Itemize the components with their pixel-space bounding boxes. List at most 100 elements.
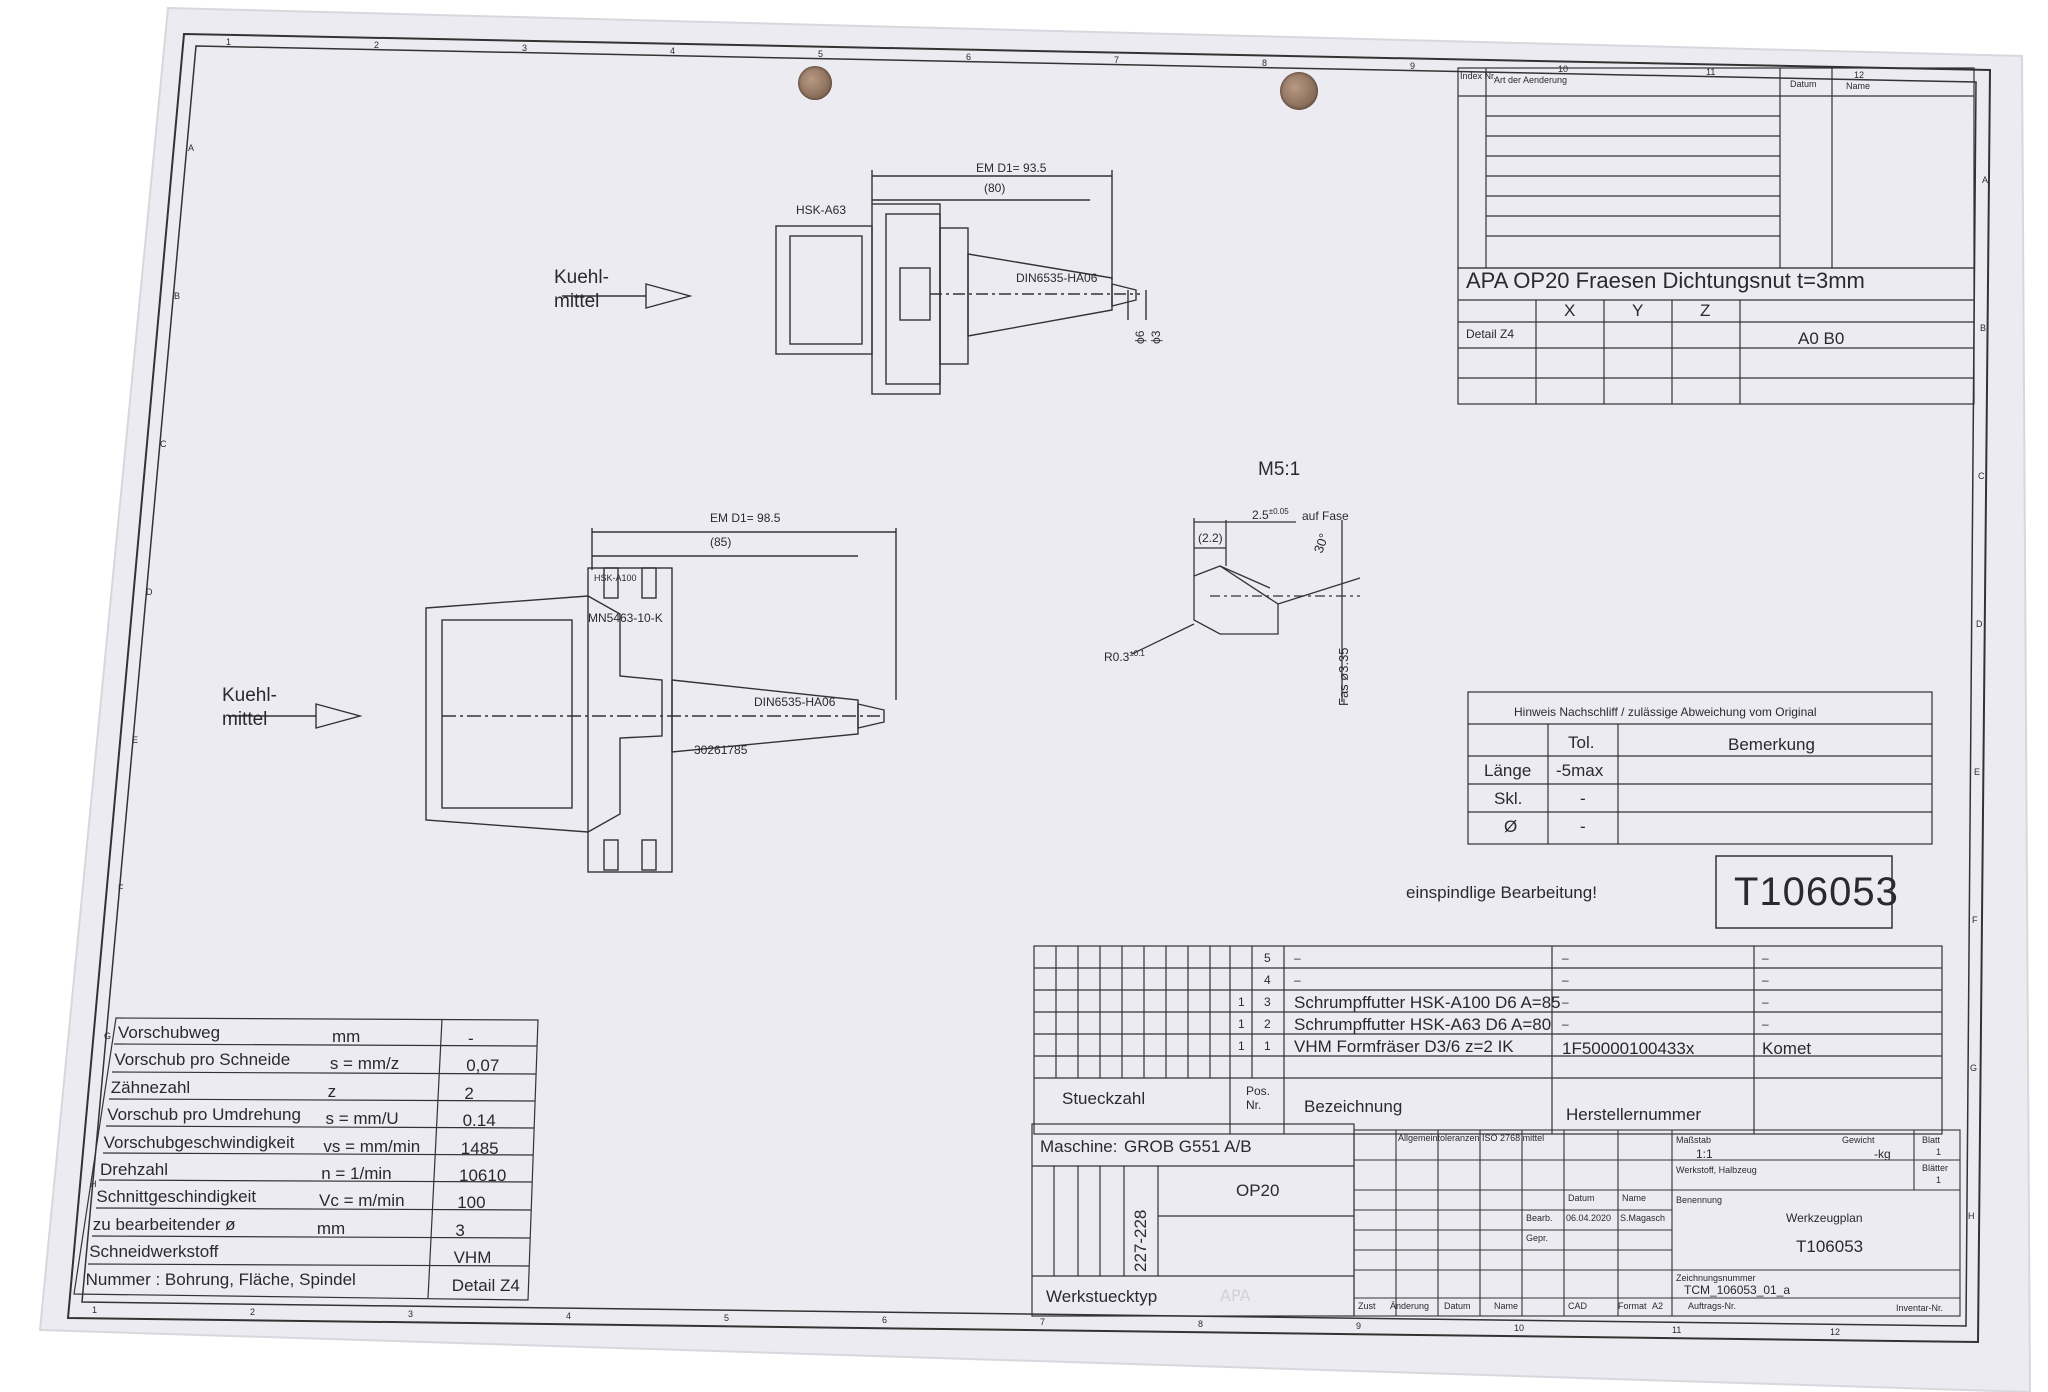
title-block-tool: T106053 [1796,1237,1864,1256]
cutting-row-value: 2 [464,1083,474,1103]
machine-name: GROB G551 A/B [1124,1137,1252,1156]
werkstuecktyp-label: Werkstuecktyp [1046,1287,1158,1306]
top-holder-label: HSK-A63 [796,203,847,217]
grid-number-top: 7 [1114,55,1120,65]
tolerances-label: Allgemeintoleranzen ISO 2768 mittel [1398,1133,1545,1143]
parts-desc: – [1294,951,1301,965]
operation-title: APA OP20 Fraesen Dichtungsnut t=3mm [1466,268,1865,293]
grid-letter-right: E [1974,767,1981,777]
massstab-label: Maßstab [1676,1135,1712,1145]
parts-hersteller-header: Herstellernummer [1566,1105,1702,1124]
top-cutter-label: DIN6535-HA06 [1016,271,1098,285]
cutting-row-value: 1485 [460,1138,499,1158]
grid-letter-right: H [1968,1211,1975,1221]
cutting-row-symbol: Vc = m/min [319,1191,405,1211]
parts-mfr: – [1762,951,1769,965]
cutting-row-label: Nummer : Bohrung, Fläche, Spindel [85,1269,356,1289]
grid-letter-right: D [1976,619,1983,629]
cutting-row-symbol: mm [316,1218,346,1238]
grid-number-bottom: 2 [250,1307,256,1317]
zeichnungsnummer-value: TCM_106053_01_a [1684,1283,1791,1297]
parts-desc: Schrumpffutter HSK-A63 D6 A=80 [1294,1015,1552,1034]
cutting-row-value: 10610 [459,1166,507,1185]
bottom-chuck-label: MN5463-10-K [588,611,663,625]
parts-pos: 1 [1264,1039,1271,1053]
cutting-row-label: zu bearbeitender ø [92,1214,236,1234]
grid-number-bottom: 7 [1040,1317,1046,1327]
rev-datum-header: Datum [1790,79,1817,89]
grid-number-top: 10 [1558,64,1569,74]
parts-mfr: – [1762,995,1769,1009]
coolant-line-2: mittel [222,708,268,730]
parts-bezeichnung-header: Bezeichnung [1304,1097,1403,1116]
grid-number-bottom: 5 [724,1313,730,1323]
cutting-row-value: - [468,1029,474,1048]
grid-number-top: 11 [1706,67,1716,77]
bottom-part-number: 30261785 [694,743,748,757]
top-em-sub: (80) [984,181,1006,195]
regrind-row-tol: -5max [1556,761,1604,780]
machine-label: Maschine: [1040,1137,1118,1156]
grid-letter-right: A [1982,175,1989,185]
parts-mfr: – [1762,1017,1769,1031]
dia-3-label: ϕ3 [1149,330,1163,344]
parts-mfr-no: – [1562,973,1569,987]
detail-angle: 30° [1311,531,1332,555]
cutting-row-label: Vorschubgeschwindigkeit [103,1132,295,1152]
grid-number-top: 1 [226,37,232,47]
radius-value: R0.3 [1104,650,1130,664]
grid-number-bottom: 1 [92,1305,98,1315]
format-value: A2 [1652,1301,1664,1311]
regrind-row-label: Länge [1484,761,1532,780]
cutting-row-label: Vorschub pro Schneide [114,1050,291,1070]
cutting-row-value: 3 [455,1220,465,1240]
top-em-d1: EM D1= 93.5 [976,161,1047,175]
werkstoff-label: Werkstoff, Halbzeug [1676,1165,1757,1175]
detail-dim-22: (2.2) [1198,531,1223,545]
cutting-row-label: Zähnezahl [110,1077,191,1097]
punch-hole-left [798,66,832,100]
grid-number-bottom: 6 [882,1315,888,1325]
format-label: Format [1618,1301,1647,1311]
cutting-row-label: Schnittgeschindigkeit [96,1187,257,1207]
zust-label: Zust [1358,1301,1376,1311]
grid-letter-left: F [118,883,124,893]
coolant-label-bottom: Kuehl- mittel [222,684,277,732]
pos-header-line: Pos. [1246,1084,1271,1098]
auftrags-label: Auftrags-Nr. [1688,1301,1737,1311]
axis-x: X [1564,301,1576,320]
parts-pos: 2 [1264,1017,1271,1031]
parts-pos-header: Pos. Nr. [1246,1084,1270,1113]
bottom-cutter-label: DIN6535-HA06 [754,695,836,709]
name-label: Name [1622,1193,1647,1203]
grid-letter-right: G [1970,1063,1978,1073]
inventar-label: Inventar-Nr. [1896,1303,1944,1313]
detail-scale: M5:1 [1258,459,1301,480]
cutting-row-symbol: z [327,1081,337,1101]
parts-desc: – [1294,973,1301,987]
regrind-title: Hinweis Nachschliff / zulässige Abweichu… [1514,705,1817,719]
coolant-line-1: Kuehl- [222,685,277,706]
grid-number-bottom: 10 [1514,1323,1525,1333]
parts-pos: 5 [1264,951,1271,965]
tool-id: T106053 [1734,870,1899,914]
cutting-row-symbol: s = mm/U [325,1109,399,1129]
coolant-line-2: mittel [554,290,600,312]
regrind-row-tol: - [1580,817,1586,836]
bearb-name: S.Magasch [1620,1213,1666,1223]
cutting-row-value: Detail Z4 [451,1275,520,1295]
grid-letter-left: H [90,1179,97,1189]
coolant-line-1: Kuehl- [554,267,609,288]
grid-letter-left: E [132,735,139,745]
blatt-value: 1 [1936,1147,1942,1157]
grid-number-top: 9 [1410,61,1416,71]
grid-number-top: 5 [818,49,824,59]
blaetter-value: 1 [1936,1175,1942,1185]
parts-mfr-no: – [1562,951,1569,965]
grid-number-bottom: 8 [1198,1319,1204,1329]
spindle-note: einspindlige Bearbeitung! [1406,883,1597,902]
parts-qty: 1 [1238,1017,1245,1031]
regrind-row-label: Ø [1504,817,1518,836]
cutting-row-value: 0.14 [462,1111,496,1131]
